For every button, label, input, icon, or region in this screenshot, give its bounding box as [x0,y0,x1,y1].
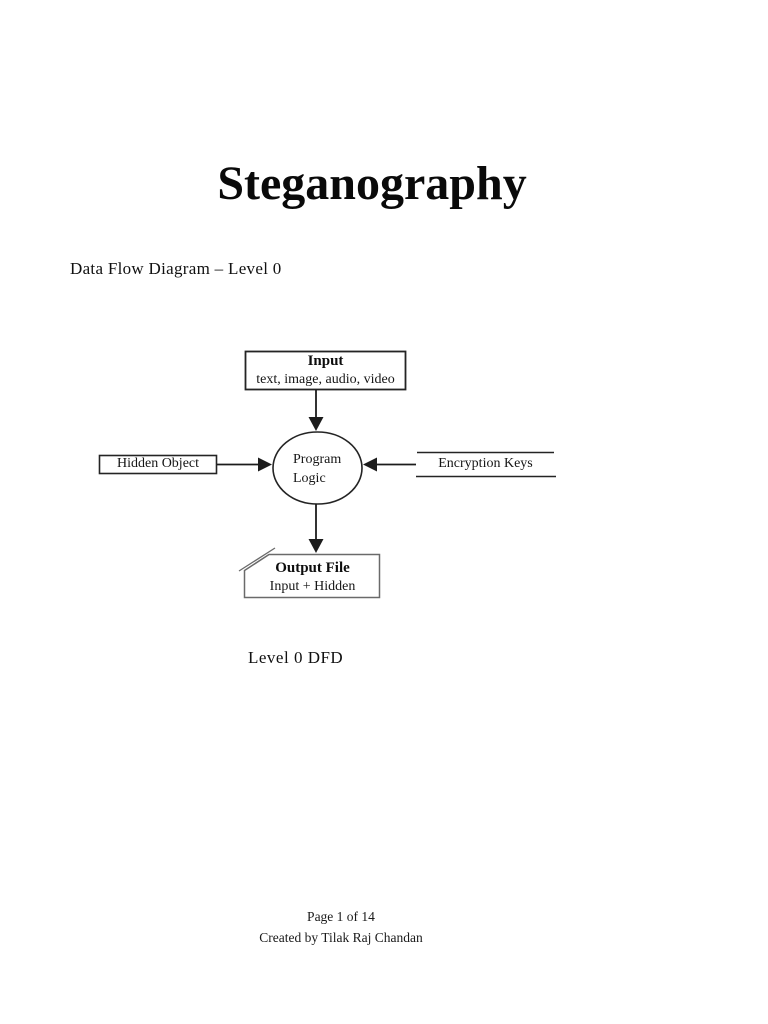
output-subtitle: Input + Hidden [269,579,356,594]
encryption-keys-label: Encryption Keys [438,456,533,471]
input-node-label: Input text, image, audio, video [246,352,405,388]
process-label-line2: Logic [293,471,326,486]
input-subtitle: text, image, audio, video [256,372,395,387]
hidden-object-box-outline [98,454,218,475]
arrow-input-to-process-head [308,417,324,431]
process-label-line1: Program [293,452,342,467]
output-title: Output File [275,560,350,576]
diagram-caption: Level 0 DFD [248,648,344,667]
input-title: Input [307,353,344,369]
arrow-hidden-to-process-head [258,457,272,472]
document-title: Steganography [217,157,527,210]
arrow-process-to-output-head [308,539,324,553]
section-heading: Data Flow Diagram – Level 0 [70,259,282,278]
arrow-encryption-to-process-head [363,457,377,472]
input-box-outline [244,350,407,391]
hidden-object-label: Hidden Object [116,456,200,471]
output-card-outline [243,553,381,599]
output-card-fold-line [238,547,276,572]
process-node-label: Program Logic [293,450,341,488]
output-node-label: Output File Input + Hidden [245,559,380,595]
footer-page-number: Page 1 of 14 [307,909,375,924]
footer-credit: Created by Tilak Raj Chandan [259,929,423,945]
page-footer: Page 1 of 14 Created by Tilak Raj Chanda… [259,907,422,948]
process-circle [272,431,363,505]
